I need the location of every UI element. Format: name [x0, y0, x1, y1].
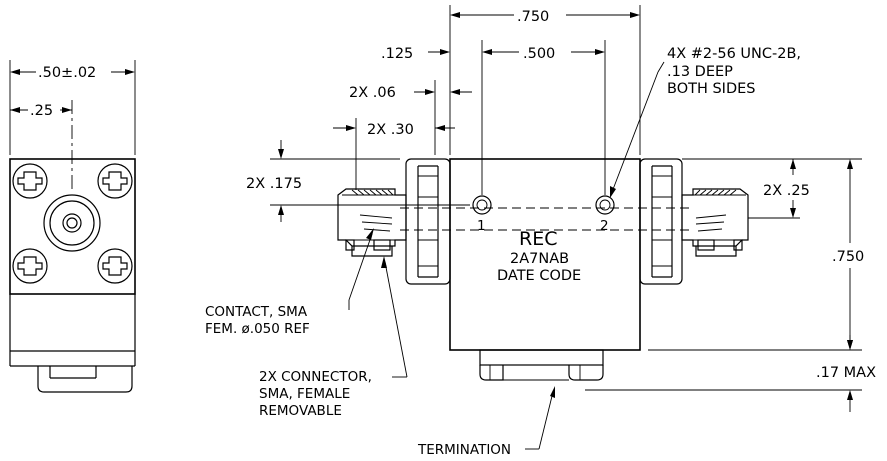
- dim-flange-thickness: 2X .06: [349, 80, 472, 155]
- sma-connector-face: [43, 100, 101, 252]
- body-label-date-code: DATE CODE: [497, 268, 581, 284]
- dim-connector-length-label: 2X .30: [367, 122, 414, 138]
- dim-overall-height: .750: [648, 159, 864, 351]
- dim-left-center-label: .25: [30, 103, 53, 119]
- screw-icon: [97, 248, 133, 284]
- hole-label-1: 1: [477, 218, 486, 234]
- dim-hole-offset: .125: [381, 46, 492, 62]
- dim-left-width: .50±.02: [9, 60, 136, 155]
- hole-note-line3: BOTH SIDES: [667, 81, 756, 97]
- dim-connector-height-left-label: 2X .175: [246, 176, 302, 192]
- mounting-hole-1: 1: [472, 195, 492, 234]
- screw-icon: [12, 248, 48, 284]
- dim-flange-thickness-label: 2X .06: [349, 85, 396, 101]
- dim-left-width-label: .50±.02: [38, 65, 96, 81]
- dim-connector-height-left: 2X .175: [246, 140, 470, 222]
- body-label-model: 2A7NAB: [510, 251, 569, 267]
- dim-termination-height: .17 MAX: [585, 335, 876, 412]
- right-sma-connector: [681, 188, 749, 257]
- dim-left-center: .25: [10, 103, 72, 119]
- mounting-hole-2: 2: [595, 195, 615, 234]
- screw-icon: [12, 163, 48, 199]
- connector-note-line3: REMOVABLE: [259, 403, 342, 419]
- connector-note-line1: 2X CONNECTOR,: [259, 369, 372, 385]
- dim-hole-offset-label: .125: [381, 46, 413, 62]
- dim-overall-width-label: .750: [517, 9, 549, 25]
- contact-note: CONTACT, SMA FEM. ø.050 REF: [205, 228, 374, 337]
- hole-note: 4X #2-56 UNC-2B, .13 DEEP BOTH SIDES: [610, 46, 801, 198]
- dim-connector-length: 2X .30: [333, 118, 455, 190]
- connector-note-line2: SMA, FEMALE: [259, 386, 350, 402]
- connector-note: 2X CONNECTOR, SMA, FEMALE REMOVABLE: [259, 256, 408, 419]
- termination-block: [479, 349, 604, 381]
- dim-overall-height-label: .750: [832, 249, 864, 265]
- hole-note-line2: .13 DEEP: [667, 64, 733, 80]
- body-label-rec: REC: [519, 228, 557, 250]
- dim-connector-height-right-label: 2X .25: [763, 183, 810, 199]
- end-view-termination: [37, 366, 133, 393]
- termination-note-label: TERMINATION: [417, 442, 511, 458]
- left-end-view: .50±.02 .25: [9, 60, 136, 393]
- contact-note-line2: FEM. ø.050 REF: [205, 321, 310, 337]
- hole-note-line1: 4X #2-56 UNC-2B,: [667, 46, 801, 62]
- dim-termination-height-label: .17 MAX: [816, 365, 876, 381]
- screw-icon: [97, 163, 133, 199]
- dim-hole-spacing: .500: [481, 40, 606, 195]
- termination-note: TERMINATION: [417, 386, 555, 458]
- end-view-body: [9, 158, 136, 295]
- left-flange: [405, 158, 451, 285]
- left-sma-connector: [337, 188, 407, 257]
- dim-overall-width: .750: [449, 5, 641, 155]
- dim-connector-height-right: 2X .25: [682, 158, 862, 219]
- right-flange: [639, 158, 683, 285]
- hole-label-2: 2: [600, 218, 609, 234]
- main-front-view: 1 2 REC 2A7NAB DATE CODE .750: [205, 5, 876, 458]
- contact-note-line1: CONTACT, SMA: [205, 304, 308, 320]
- dim-hole-spacing-label: .500: [523, 46, 555, 62]
